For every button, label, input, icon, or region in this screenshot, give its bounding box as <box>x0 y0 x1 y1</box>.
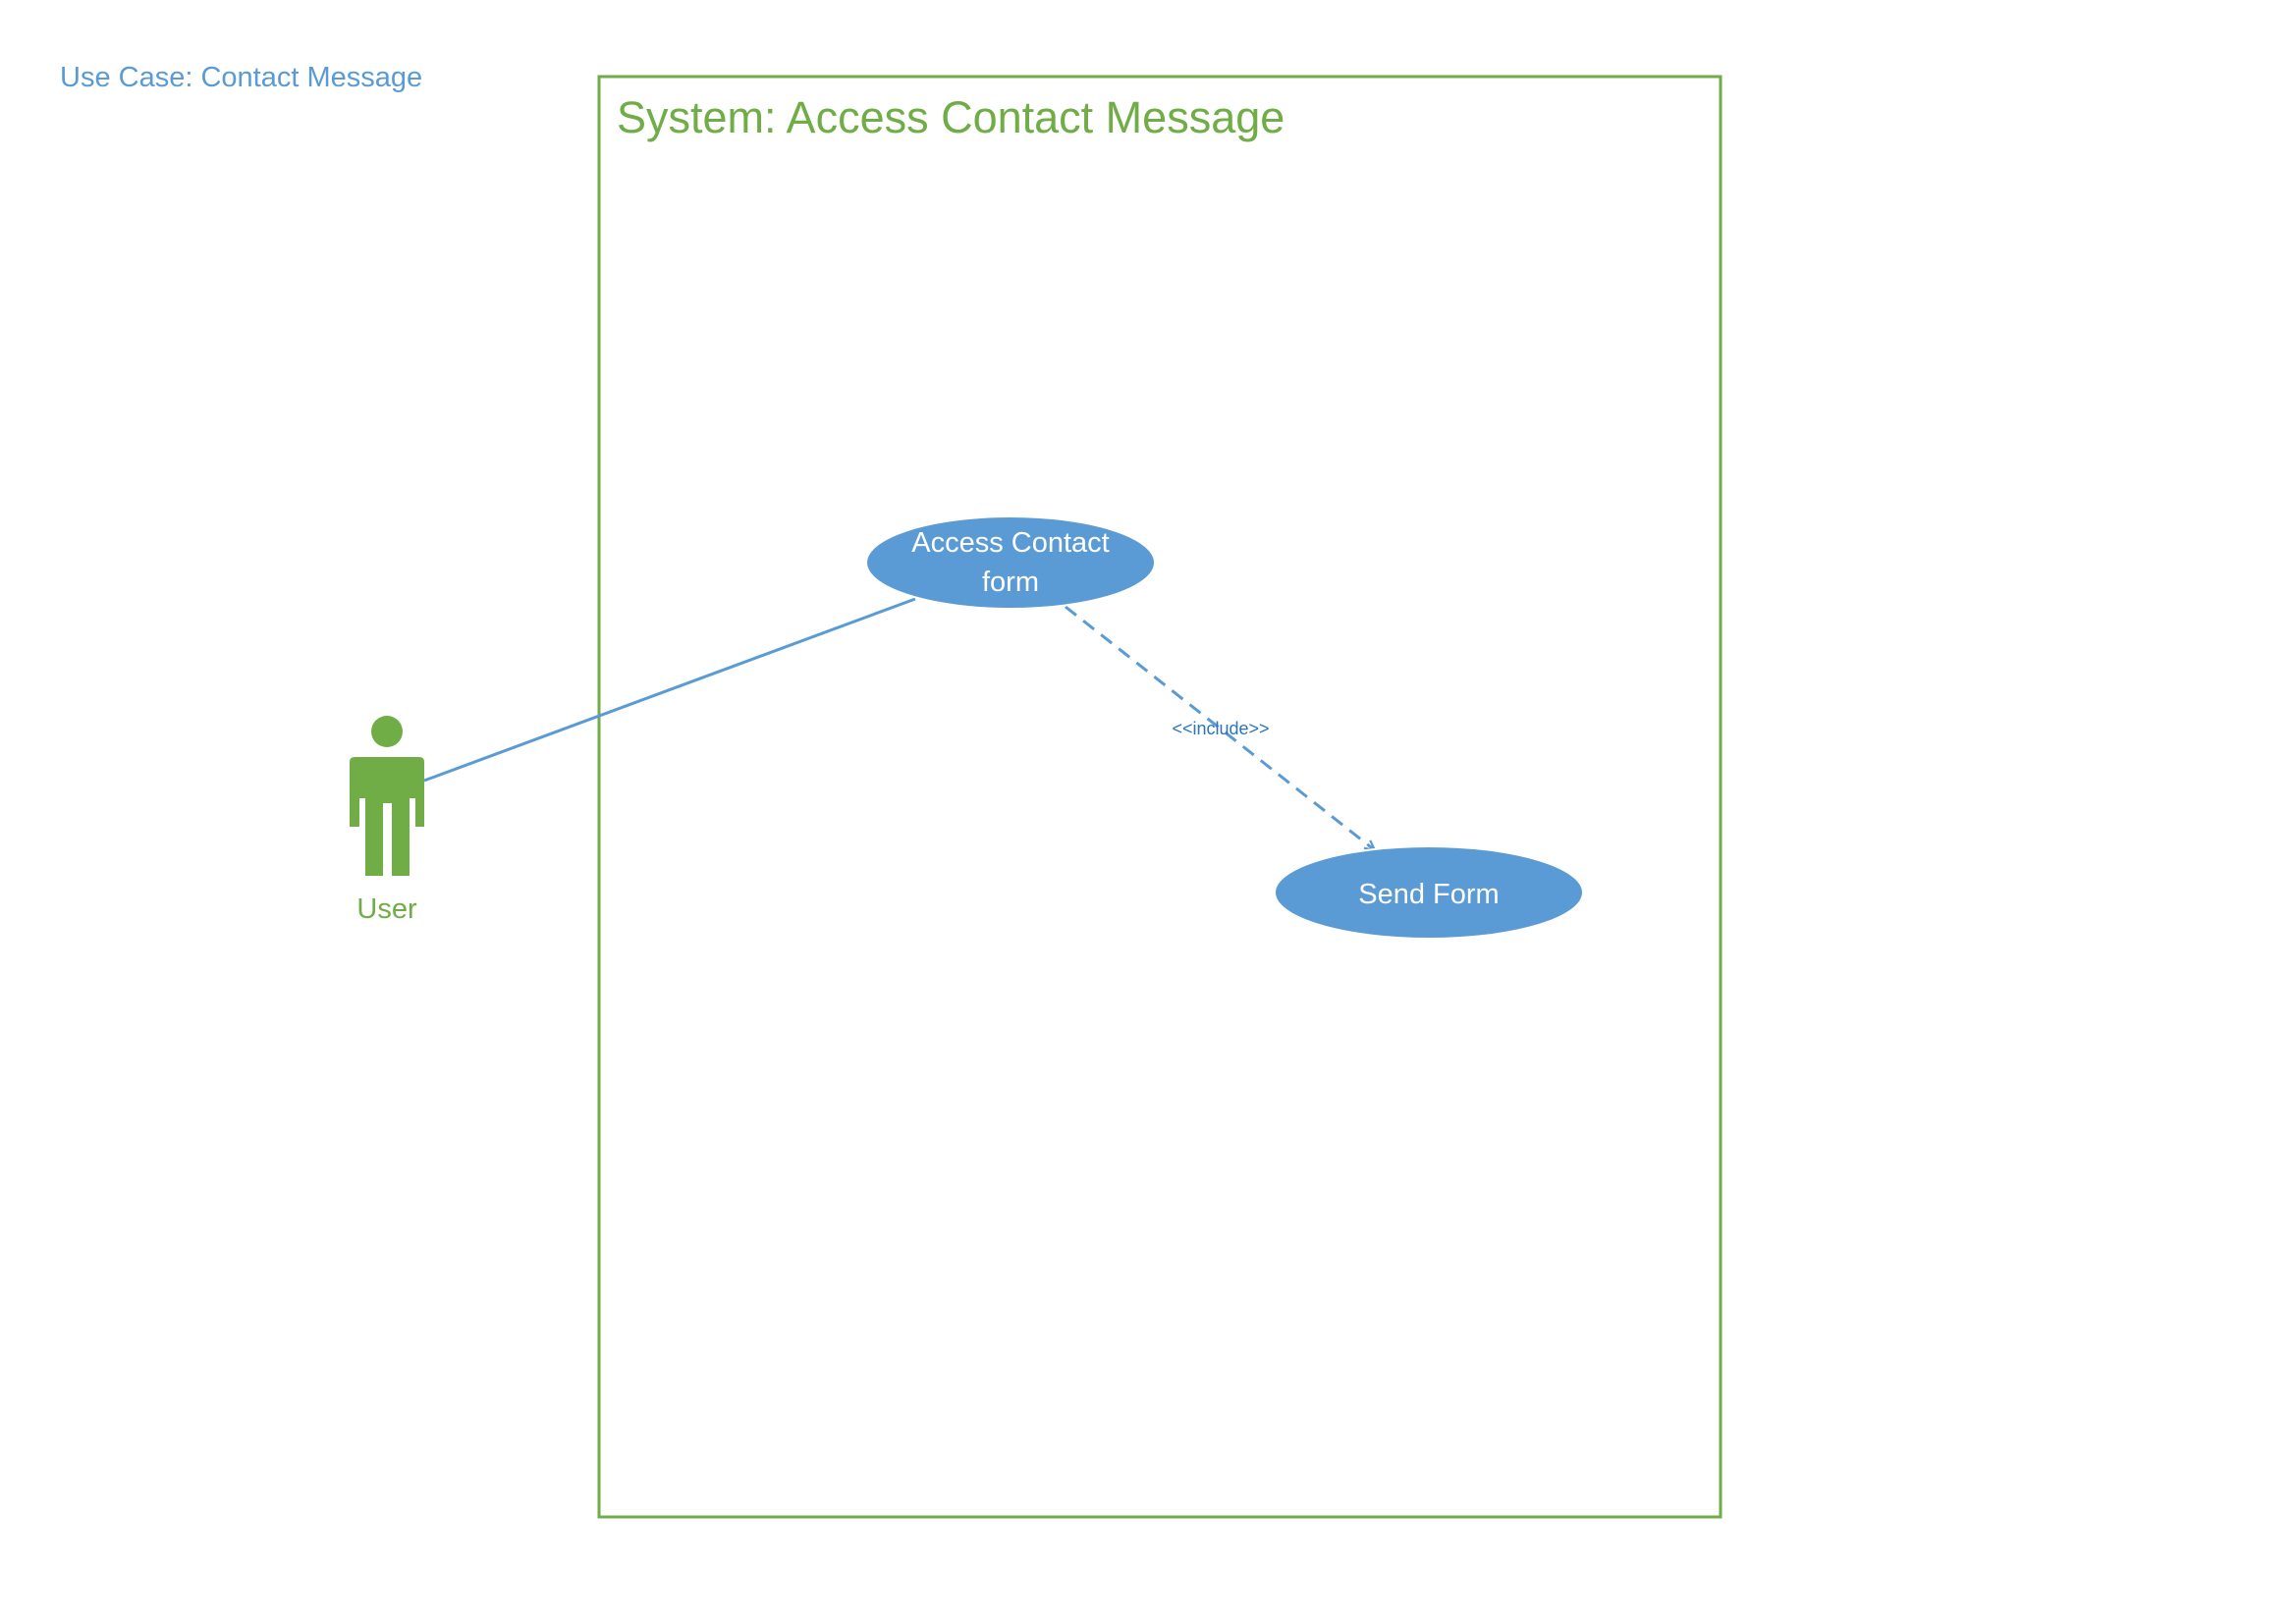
include-arrow <box>1065 605 1375 850</box>
include-label: <<include>> <box>1172 719 1269 738</box>
actor-label: User <box>356 893 417 925</box>
association-line <box>423 597 916 783</box>
usecase-ellipse <box>865 515 1156 610</box>
system-boundary <box>597 75 1722 1519</box>
usecase-label: Send Form <box>1358 879 1499 910</box>
usecase-ellipse <box>1274 845 1584 940</box>
usecase-send-form[interactable]: Send Form <box>1274 845 1584 940</box>
usecase-label-line1: Access Contact <box>911 527 1109 559</box>
usecase-label-line2: form <box>982 567 1039 598</box>
usecase-access-contact-form[interactable]: Access Contact form <box>865 515 1156 610</box>
person-icon <box>350 716 424 876</box>
page-title: Use Case: Contact Message <box>60 62 422 93</box>
system-title: System: Access Contact Message <box>617 92 1285 142</box>
actor-user[interactable]: User <box>350 716 424 925</box>
